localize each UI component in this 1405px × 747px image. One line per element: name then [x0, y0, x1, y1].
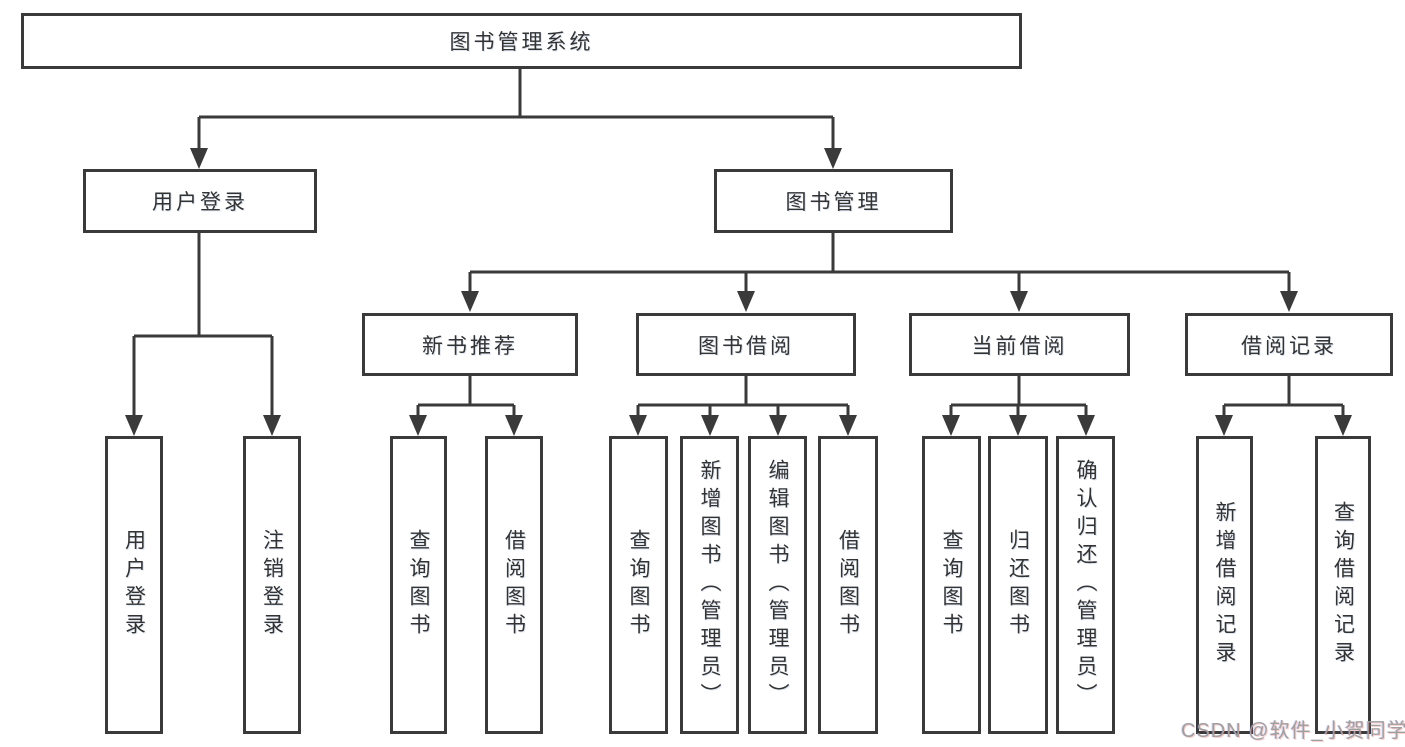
leaf-label: 查询图书 [940, 529, 963, 641]
leaf-user-login: 用户登录 [105, 436, 163, 734]
leaf-label: 新增图书（管理员） [698, 459, 721, 711]
leaf-label: 查询图书 [407, 529, 430, 641]
node-borrow-records: 借阅记录 [1185, 313, 1393, 376]
leaf-label: 新增借阅记录 [1213, 501, 1236, 669]
leaf-label: 编辑图书（管理员） [766, 459, 789, 711]
node-user-login: 用户登录 [83, 169, 317, 233]
leaf-label: 查询借阅记录 [1331, 501, 1355, 669]
node-current-borrow: 当前借阅 [909, 313, 1130, 376]
leaf-label: 确认归还（管理员） [1074, 459, 1097, 711]
node-library-management-system: 图书管理系统 [21, 13, 1022, 69]
leaf-logout: 注销登录 [243, 436, 301, 734]
leaf-label: 归还图书 [1006, 529, 1030, 641]
connector-root [190, 69, 842, 169]
leaf-label: 用户登录 [122, 529, 146, 641]
connector-book-management [461, 233, 1298, 312]
leaf-label: 借阅图书 [836, 529, 860, 641]
node-new-book-recommend: 新书推荐 [362, 313, 578, 376]
connector-borrow-records [1215, 376, 1352, 436]
leaf-query-borrow-record: 查询借阅记录 [1315, 436, 1371, 734]
connector-user-login [125, 233, 281, 436]
leaf-query-books: 查询图书 [922, 436, 981, 734]
leaf-edit-books-admin: 编辑图书（管理员） [748, 436, 807, 734]
leaf-borrow-books: 借阅图书 [485, 436, 543, 734]
connector-book-borrow [629, 376, 857, 436]
leaf-borrow-books: 借阅图书 [818, 436, 878, 734]
node-book-management: 图书管理 [714, 169, 953, 233]
leaf-label: 借阅图书 [502, 529, 526, 641]
leaf-return-books: 归还图书 [988, 436, 1048, 734]
leaf-add-books-admin: 新增图书（管理员） [680, 436, 739, 734]
connector-current-borrow [942, 376, 1095, 436]
leaf-label: 注销登录 [260, 529, 284, 641]
leaf-query-books: 查询图书 [609, 436, 668, 734]
leaf-confirm-return-admin: 确认归还（管理员） [1056, 436, 1115, 734]
leaf-label: 查询图书 [627, 529, 650, 641]
leaf-query-books: 查询图书 [390, 436, 447, 734]
node-book-borrow: 图书借阅 [636, 313, 856, 376]
leaf-add-borrow-record: 新增借阅记录 [1196, 436, 1253, 734]
connector-new-book-recommend [409, 376, 523, 436]
csdn-watermark: CSDN @软件_小贺同学 [1181, 720, 1405, 742]
